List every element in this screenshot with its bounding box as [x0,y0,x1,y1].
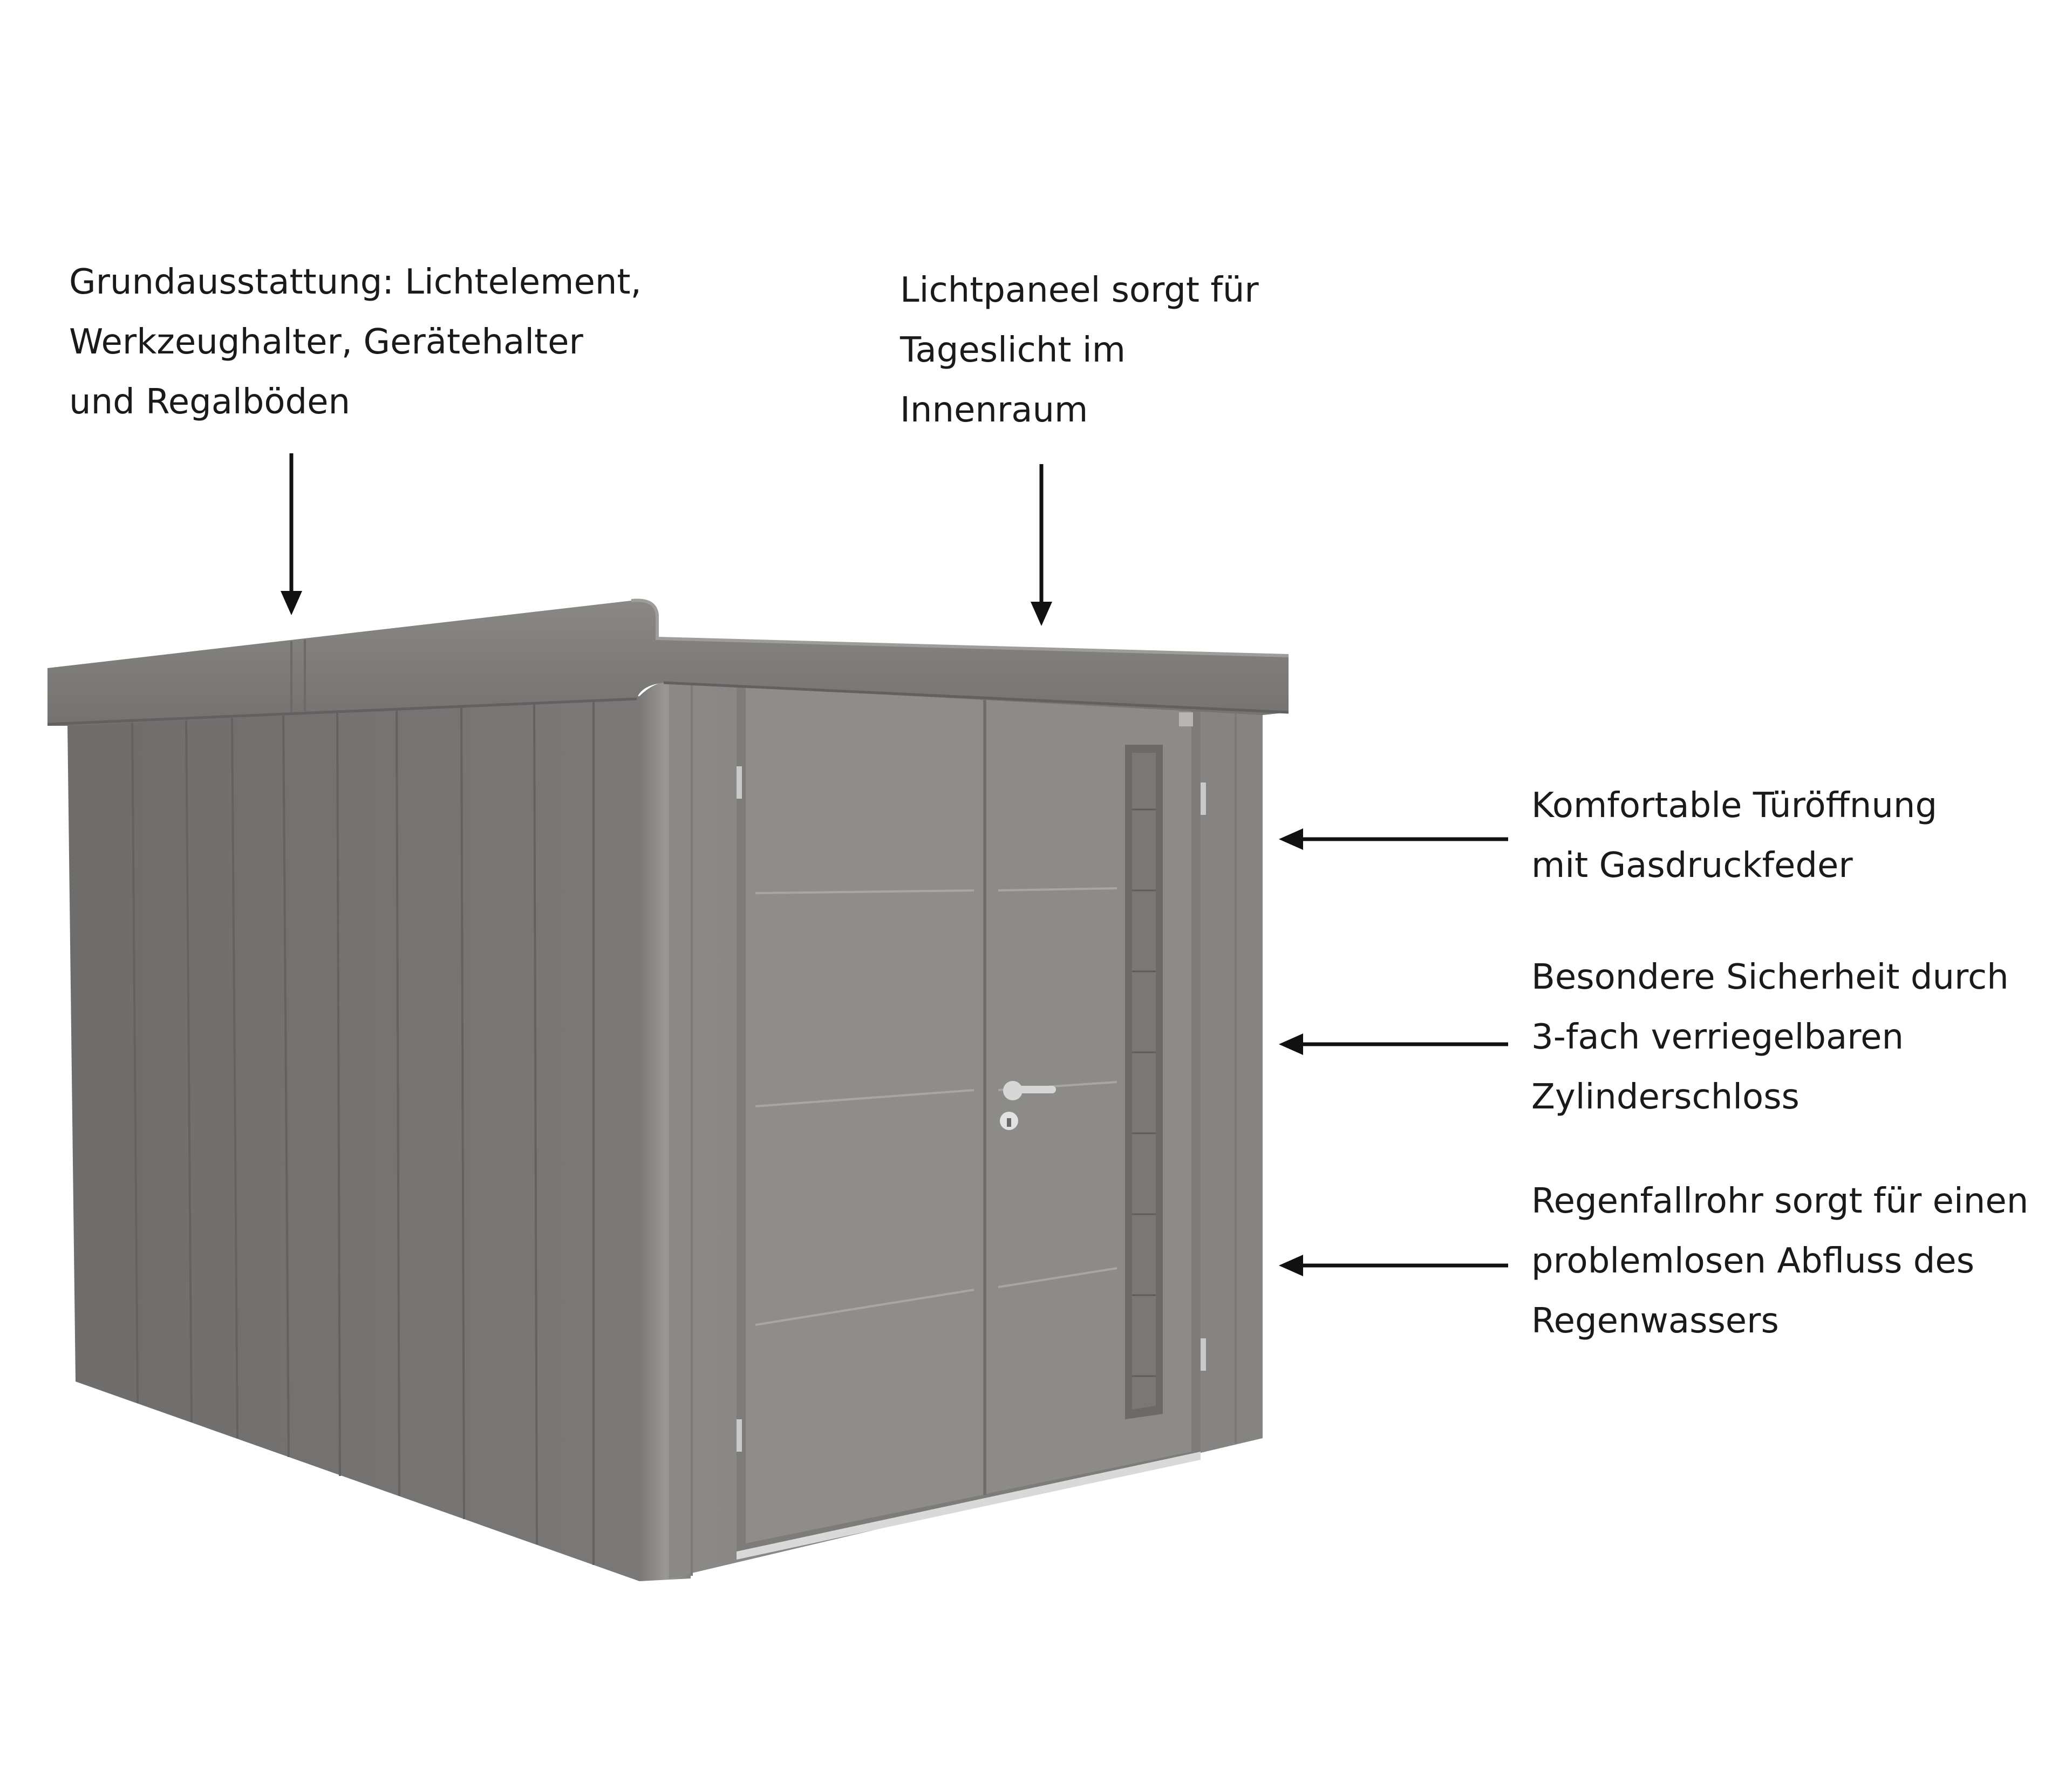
door-hinges [737,766,1206,1452]
callout-line: Innenraum [900,390,1088,430]
keyhole-icon [1000,1112,1018,1130]
door-handle-icon [1003,1081,1056,1100]
callout-line: und Regalböden [69,382,351,422]
shed-side-wall [67,696,639,1581]
callout-line: Zylinderschloss [1531,1077,1800,1117]
door-leaf-left [746,682,983,1543]
door-badge [1179,712,1193,726]
callout-line: Regenwassers [1531,1301,1779,1341]
callout-line: Regenfallrohr sorgt für einen [1531,1181,2029,1221]
callout-line: Lichtpaneel sorgt für [900,270,1259,310]
callout-line: Tageslicht im [900,330,1126,370]
callout-downpipe: Regenfallrohr sorgt für einen problemlos… [1531,1172,2028,1351]
door-grooves [755,887,1117,1326]
callout-door-opening: Komfortable Türöffnung mit Gasdruckfeder [1531,776,1937,896]
door-threshold [737,1452,1201,1560]
callout-light-panel: Lichtpaneel sorgt für Tageslicht im Inne… [900,261,1259,440]
callout-equipment: Grundausstattung: Lichtelement, Werkzeug… [69,253,642,432]
callout-line: Werkzeughalter, Gerätehalter [69,322,583,362]
callout-line: Grundausstattung: Lichtelement, [69,262,642,302]
callout-line: 3-fach verriegelbaren [1531,1017,1904,1057]
callout-line: Komfortable Türöffnung [1531,786,1938,826]
arrow-icon [281,453,1508,1276]
callout-lock: Besondere Sicherheit durch 3-fach verrie… [1531,948,2009,1127]
callout-line: Besondere Sicherheit durch [1531,957,2009,997]
callout-line: mit Gasdruckfeder [1531,846,1853,886]
shed-roof [47,600,1289,726]
side-wall-ribs [131,698,595,1565]
callout-line: problemlosen Abfluss des [1531,1241,1975,1281]
